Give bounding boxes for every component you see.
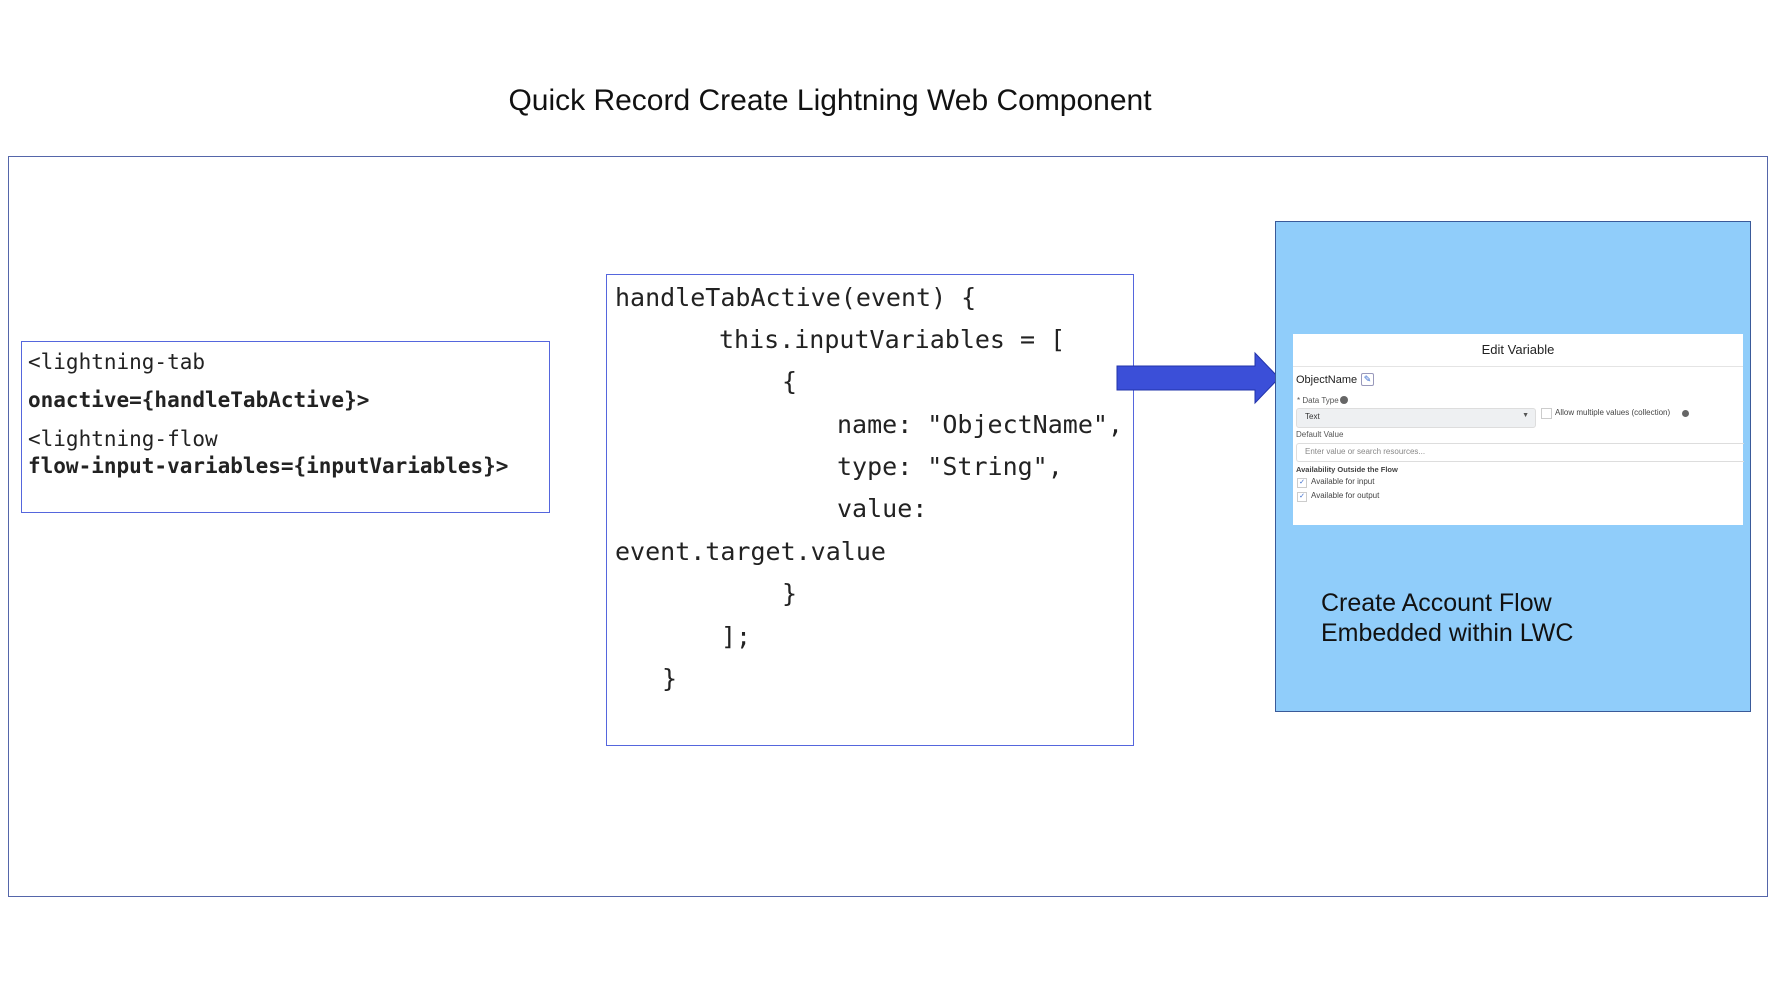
allow-multiple-label: Allow multiple values (collection) — [1555, 408, 1671, 417]
caption-line: Embedded within LWC — [1321, 619, 1574, 647]
js-code-box: handleTabActive(event) { this.inputVaria… — [606, 274, 1134, 746]
dialog-header: Edit Variable — [1293, 334, 1743, 367]
api-name: ObjectName — [1296, 374, 1358, 386]
diagram-title: Quick Record Create Lightning Web Compon… — [508, 84, 1152, 117]
available-output-checkbox[interactable]: ✓ — [1297, 492, 1307, 502]
data-type-select[interactable]: Text ▼ — [1296, 408, 1536, 428]
code-line: { — [782, 367, 798, 396]
available-input-checkbox[interactable]: ✓ — [1297, 478, 1307, 488]
code-line: flow-input-variables={inputVariables}> — [28, 454, 509, 478]
code-line: value: — [837, 494, 928, 523]
default-value-placeholder: Enter value or search resources... — [1305, 447, 1426, 456]
default-value-label: Default Value — [1296, 430, 1344, 439]
available-output-label: Available for output — [1311, 491, 1380, 500]
default-value-input[interactable]: Enter value or search resources... — [1296, 443, 1744, 462]
allow-multiple-checkbox[interactable] — [1541, 408, 1552, 419]
code-line: <lightning-flow — [28, 427, 218, 451]
data-type-label: * Data Type — [1297, 396, 1339, 405]
edit-variable-dialog: Edit Variable ObjectName ✎ * Data Type T… — [1293, 334, 1744, 525]
pencil-icon[interactable]: ✎ — [1361, 373, 1374, 386]
available-input-label: Available for input — [1311, 477, 1375, 486]
info-icon — [1340, 396, 1348, 404]
chevron-down-icon: ▼ — [1522, 412, 1529, 419]
code-line: } — [782, 579, 798, 608]
data-type-value: Text — [1305, 412, 1320, 421]
code-line: onactive={handleTabActive}> — [28, 388, 370, 412]
code-line: this.inputVariables = [ — [719, 325, 1066, 354]
code-line: <lightning-tab — [28, 350, 206, 374]
code-line: handleTabActive(event) { — [615, 283, 977, 312]
code-line: name: "ObjectName", — [837, 410, 1123, 439]
outer-frame — [8, 156, 1768, 897]
caption-line: Create Account Flow — [1321, 589, 1552, 617]
code-line: } — [662, 664, 678, 693]
markup-code-box: <lightning-tab onactive={handleTabActive… — [21, 341, 550, 513]
arrow-right-icon — [1116, 351, 1280, 405]
availability-heading: Availability Outside the Flow — [1296, 465, 1398, 474]
code-line: ]; — [721, 622, 752, 651]
flow-caption: Create Account Flow Embedded within LWC — [1321, 588, 1573, 648]
info-icon — [1682, 410, 1689, 417]
code-line: event.target.value — [615, 537, 886, 566]
code-line: type: "String", — [837, 452, 1063, 481]
